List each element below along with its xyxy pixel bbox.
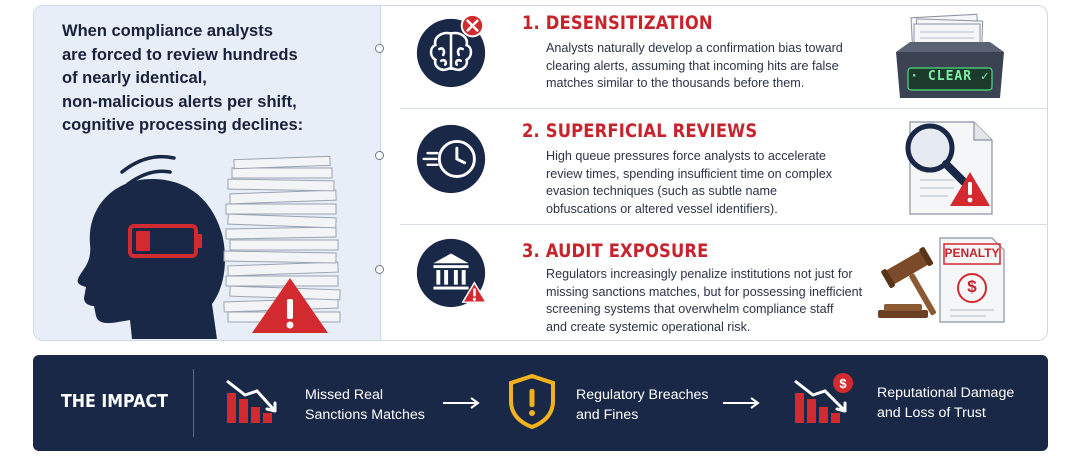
item-audit-exposure: 3. AUDIT EXPOSURE Regulators increasingl… [400, 232, 1040, 336]
impact-label: THE IMPACT [61, 391, 168, 412]
intro-line: are forced to review hundreds [62, 45, 298, 64]
description-line: screening systems that overwhelm complia… [546, 302, 834, 316]
item-description: Analysts naturally develop a confirmatio… [546, 40, 886, 93]
impact-step-line: Missed Real [305, 387, 384, 403]
intro-line: non-malicious alerts per shift, [62, 92, 297, 111]
description-line: Analysts naturally develop a confirmatio… [546, 41, 843, 55]
clear-status-label: · CLEAR ✓ [910, 69, 990, 84]
signal-waves-icon [120, 154, 176, 186]
arrow-right-icon [723, 397, 760, 409]
impact-step-text: Missed Real Sanctions Matches [305, 385, 425, 425]
bank-warning-icon [416, 238, 488, 308]
arrow-right-icon [443, 397, 480, 409]
impact-step-line: Sanctions Matches [305, 407, 425, 423]
dollar-symbol: $ [967, 277, 977, 296]
intro-line: of nearly identical, [62, 69, 207, 87]
top-panel: When compliance analysts are forced to r… [33, 5, 1048, 341]
intro-line: When compliance analysts [62, 22, 273, 40]
inbox-tray-icon [896, 13, 1004, 98]
warning-triangle-icon [252, 278, 328, 333]
head-silhouette-icon [77, 179, 225, 339]
impact-step-text: Regulatory Breaches and Fines [576, 385, 709, 425]
impact-step-line: and Loss of Trust [877, 405, 986, 421]
description-line: review times, spending insufficient time… [546, 166, 833, 181]
item-superficial-reviews: 2. SUPERFICIAL REVIEWS High queue pressu… [400, 118, 1040, 222]
timeline-dot [375, 151, 384, 160]
item-desensitization: 1. DESENSITIZATION Analysts naturally de… [400, 12, 1040, 104]
description-line: High queue pressures force analysts to a… [546, 149, 827, 163]
brain-icon [416, 13, 486, 88]
fast-clock-icon [416, 124, 486, 194]
description-line: obfuscations or altered vessel identifie… [546, 201, 778, 216]
impact-step-line: Regulatory Breaches [576, 387, 709, 403]
timeline-dot [375, 44, 384, 53]
fatigued-analyst-illustration [77, 154, 341, 339]
impact-divider [193, 369, 194, 437]
magnifier-document-icon [905, 121, 993, 215]
description-line: and create systemic operational risk. [546, 319, 751, 334]
declining-chart-icon [226, 379, 277, 423]
impact-step-text: Reputational Damage and Loss of Trust [877, 383, 1014, 423]
intro-column: When compliance analysts are forced to r… [34, 6, 381, 340]
declining-money-chart-icon: $ [794, 373, 853, 423]
svg-text:$: $ [839, 376, 847, 391]
description-line: clearing alerts, assuming that incoming … [546, 58, 839, 73]
item-separator [400, 224, 1048, 225]
description-line: matches similar to the thousands before … [546, 76, 805, 90]
impact-step-line: and Fines [576, 407, 639, 423]
intro-text: When compliance analysts are forced to r… [62, 20, 362, 138]
item-description: Regulators increasingly penalize institu… [546, 266, 886, 336]
description-line: evasion techniques (such as subtle name [546, 184, 778, 198]
impact-banner: THE IMPACT Missed Real Sanctions Matches… [33, 355, 1048, 451]
item-title: 3. AUDIT EXPOSURE [522, 240, 709, 262]
item-separator [400, 108, 1048, 109]
impact-step-line: Reputational Damage [877, 385, 1015, 401]
gavel-penalty-icon [878, 237, 1005, 323]
item-title: 2. SUPERFICIAL REVIEWS [522, 120, 758, 142]
description-line: missing sanctions matches, but for posse… [546, 284, 863, 299]
shield-warning-icon [509, 373, 555, 429]
timeline-dot [375, 265, 384, 274]
penalty-label: PENALTY [944, 246, 1000, 260]
description-line: Regulators increasingly penalize institu… [546, 267, 853, 281]
intro-line: cognitive processing declines: [62, 116, 304, 134]
item-title: 1. DESENSITIZATION [522, 12, 713, 34]
item-description: High queue pressures force analysts to a… [546, 148, 886, 218]
